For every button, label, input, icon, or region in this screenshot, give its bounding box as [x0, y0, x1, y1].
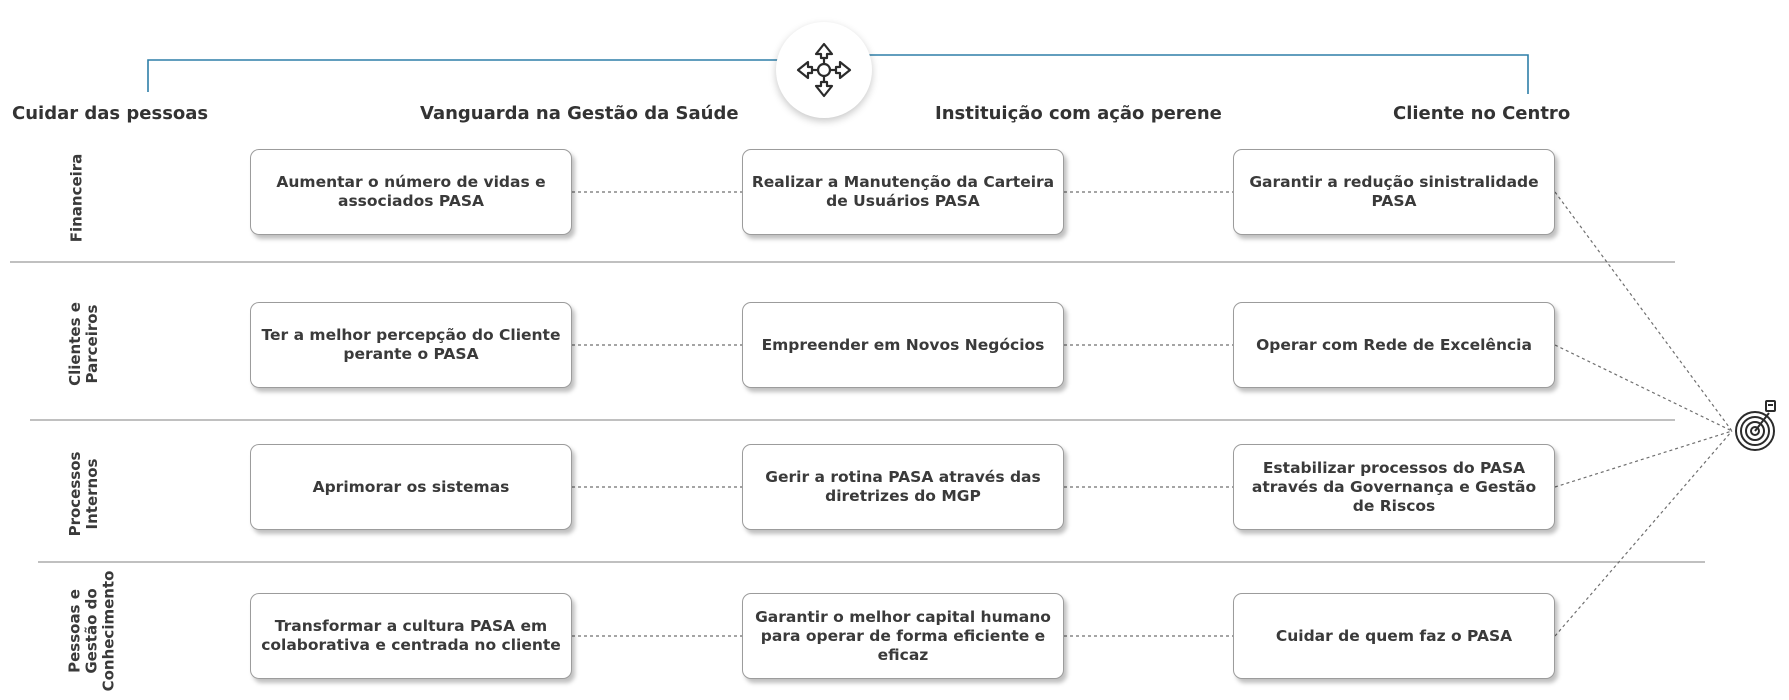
objective-box-r4-c2[interactable]: Garantir o melhor capital humano para op… [742, 593, 1064, 679]
objective-box-r2-c3[interactable]: Operar com Rede de Excelência [1233, 302, 1555, 388]
objective-box-r3-c2[interactable]: Gerir a rotina PASA através das diretriz… [742, 444, 1064, 530]
hub-icon-circle [776, 22, 872, 118]
objective-box-r2-c2[interactable]: Empreender em Novos Negócios [742, 302, 1064, 388]
perspective-clientes-parceiros: Clientes e Parceiros [66, 302, 101, 386]
column-header-3: Instituição com ação perene [935, 103, 1222, 124]
objective-box-r2-c1[interactable]: Ter a melhor percepção do Cliente perant… [250, 302, 572, 388]
perspective-label-line: Financeira [67, 153, 86, 243]
objective-box-r4-c3[interactable]: Cuidar de quem faz o PASA [1233, 593, 1555, 679]
perspective-processos-internos: Processos Internos [66, 451, 101, 537]
target-icon [1735, 400, 1776, 451]
top-bracket-line [147, 54, 1529, 94]
directional-arrows-icon [796, 42, 852, 98]
dotted-connector-target-2 [1554, 344, 1733, 432]
column-header-2: Vanguarda na Gestão da Saúde [420, 103, 739, 124]
perspective-label-line: Internos [83, 458, 101, 530]
objective-box-r3-c1[interactable]: Aprimorar os sistemas [250, 444, 572, 530]
perspective-financeira: Financeira [67, 153, 86, 243]
objective-box-r1-c1[interactable]: Aumentar o número de vidas e associados … [250, 149, 572, 235]
objective-box-r3-c3[interactable]: Estabilizar processos do PASA através da… [1233, 444, 1555, 530]
dotted-connector-target-3 [1554, 430, 1733, 488]
dotted-connector-target-1 [1554, 191, 1733, 432]
perspective-label-line: Clientes e [66, 302, 84, 386]
perspective-label-line: Parceiros [83, 304, 101, 384]
perspective-pessoas-conhecimento: Pessoas e Gestão do Conhecimento [65, 570, 118, 692]
objective-box-r4-c1[interactable]: Transformar a cultura PASA em colaborati… [250, 593, 572, 679]
column-header-4: Cliente no Centro [1393, 103, 1571, 124]
dotted-connector-target-4 [1554, 430, 1733, 637]
column-header-1: Cuidar das pessoas [12, 103, 209, 124]
objective-box-r1-c2[interactable]: Realizar a Manutenção da Carteira de Usu… [742, 149, 1064, 235]
dotted-connectors [572, 191, 1733, 637]
perspective-label-line: Conhecimento [99, 570, 118, 692]
perspective-label-line: Pessoas e [65, 589, 84, 673]
objective-box-r1-c3[interactable]: Garantir a redução sinistralidade PASA [1233, 149, 1555, 235]
perspective-label-line: Gestão do [82, 588, 101, 674]
perspective-label-line: Processos [66, 451, 84, 537]
